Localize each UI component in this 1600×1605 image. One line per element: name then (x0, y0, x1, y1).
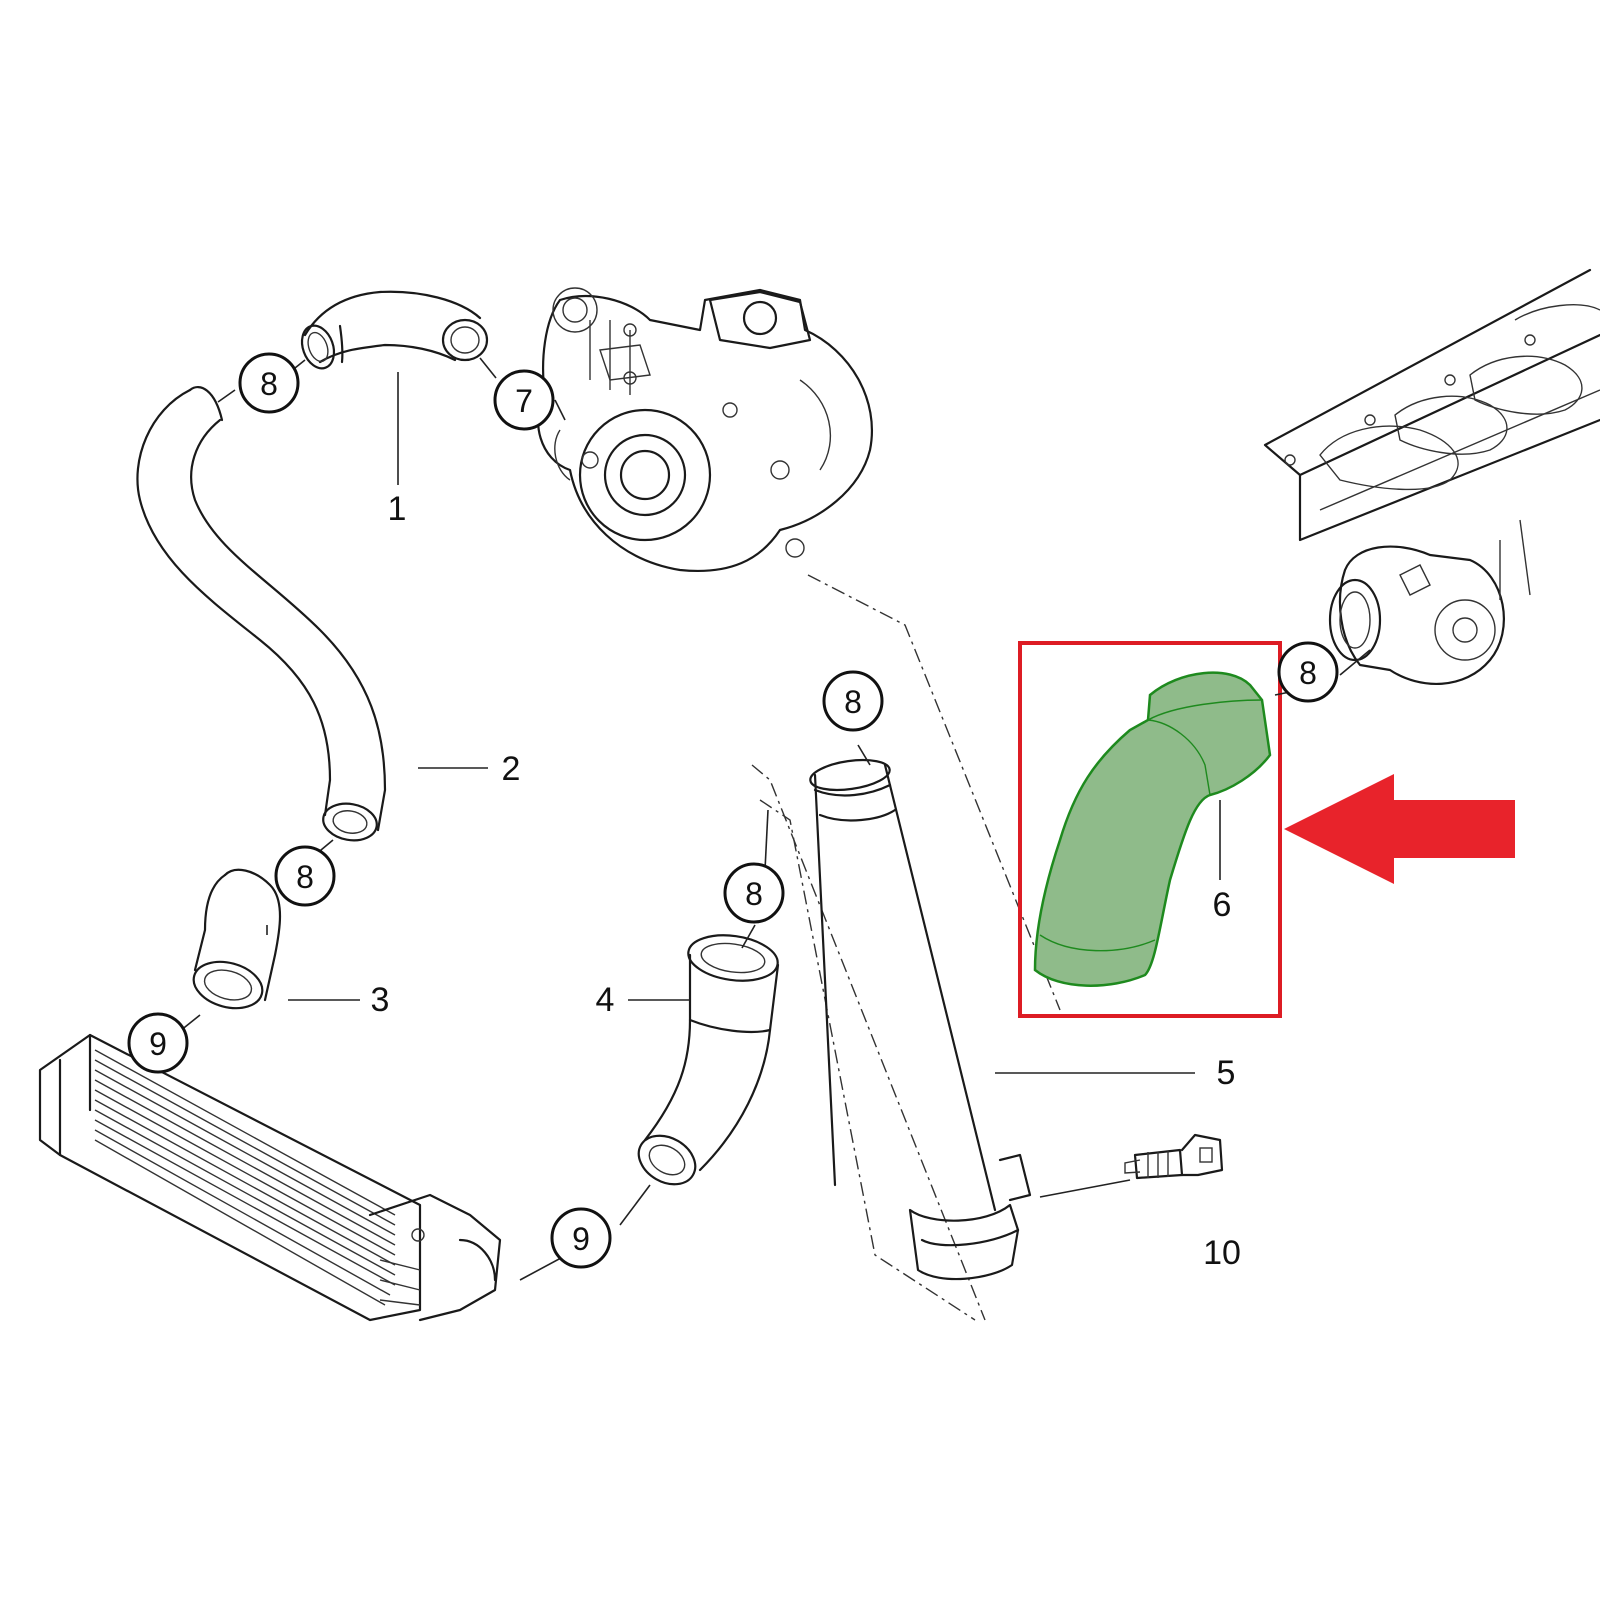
callout-bubble-8: 8 (274, 845, 336, 907)
highlighted-hose-6 (1033, 671, 1272, 987)
callout-bubble-9: 9 (127, 1012, 189, 1074)
part-label-6: 6 (1213, 886, 1232, 924)
part-label-3: 3 (371, 981, 390, 1019)
part-label-1: 1 (388, 490, 407, 528)
callout-bubble-8: 8 (238, 352, 300, 414)
callout-label: 9 (572, 1221, 590, 1257)
part-label-5: 5 (1217, 1054, 1236, 1092)
hose-2 (136, 386, 387, 842)
pointer-arrow (1284, 774, 1515, 884)
callout-label: 9 (149, 1026, 167, 1062)
callout-bubble-7: 7 (493, 369, 555, 431)
callout-label: 7 (515, 383, 533, 419)
intake-manifold (1263, 268, 1600, 686)
callout-bubble-8: 8 (723, 862, 785, 924)
part-label-2: 2 (502, 750, 521, 788)
turbocharger (537, 287, 873, 572)
callout-bubble-8: 8 (822, 670, 884, 732)
callout-bubble-8: 8 (1277, 641, 1339, 703)
charge-pipe-5 (751, 574, 1061, 1321)
hose-3 (192, 868, 282, 1010)
intercooler (38, 1033, 502, 1322)
hose-1 (300, 290, 489, 370)
callout-label: 8 (745, 876, 763, 912)
part-label-4: 4 (596, 981, 615, 1019)
hose-4 (637, 934, 780, 1186)
callout-bubble-9: 9 (550, 1207, 612, 1269)
temperature-sensor-10 (1124, 1133, 1224, 1180)
callout-label: 8 (844, 684, 862, 720)
callout-label: 8 (1299, 655, 1317, 691)
callout-label: 8 (260, 366, 278, 402)
part-label-10: 10 (1203, 1234, 1241, 1272)
callout-label: 8 (296, 859, 314, 895)
highlight-frame (1018, 641, 1282, 1018)
